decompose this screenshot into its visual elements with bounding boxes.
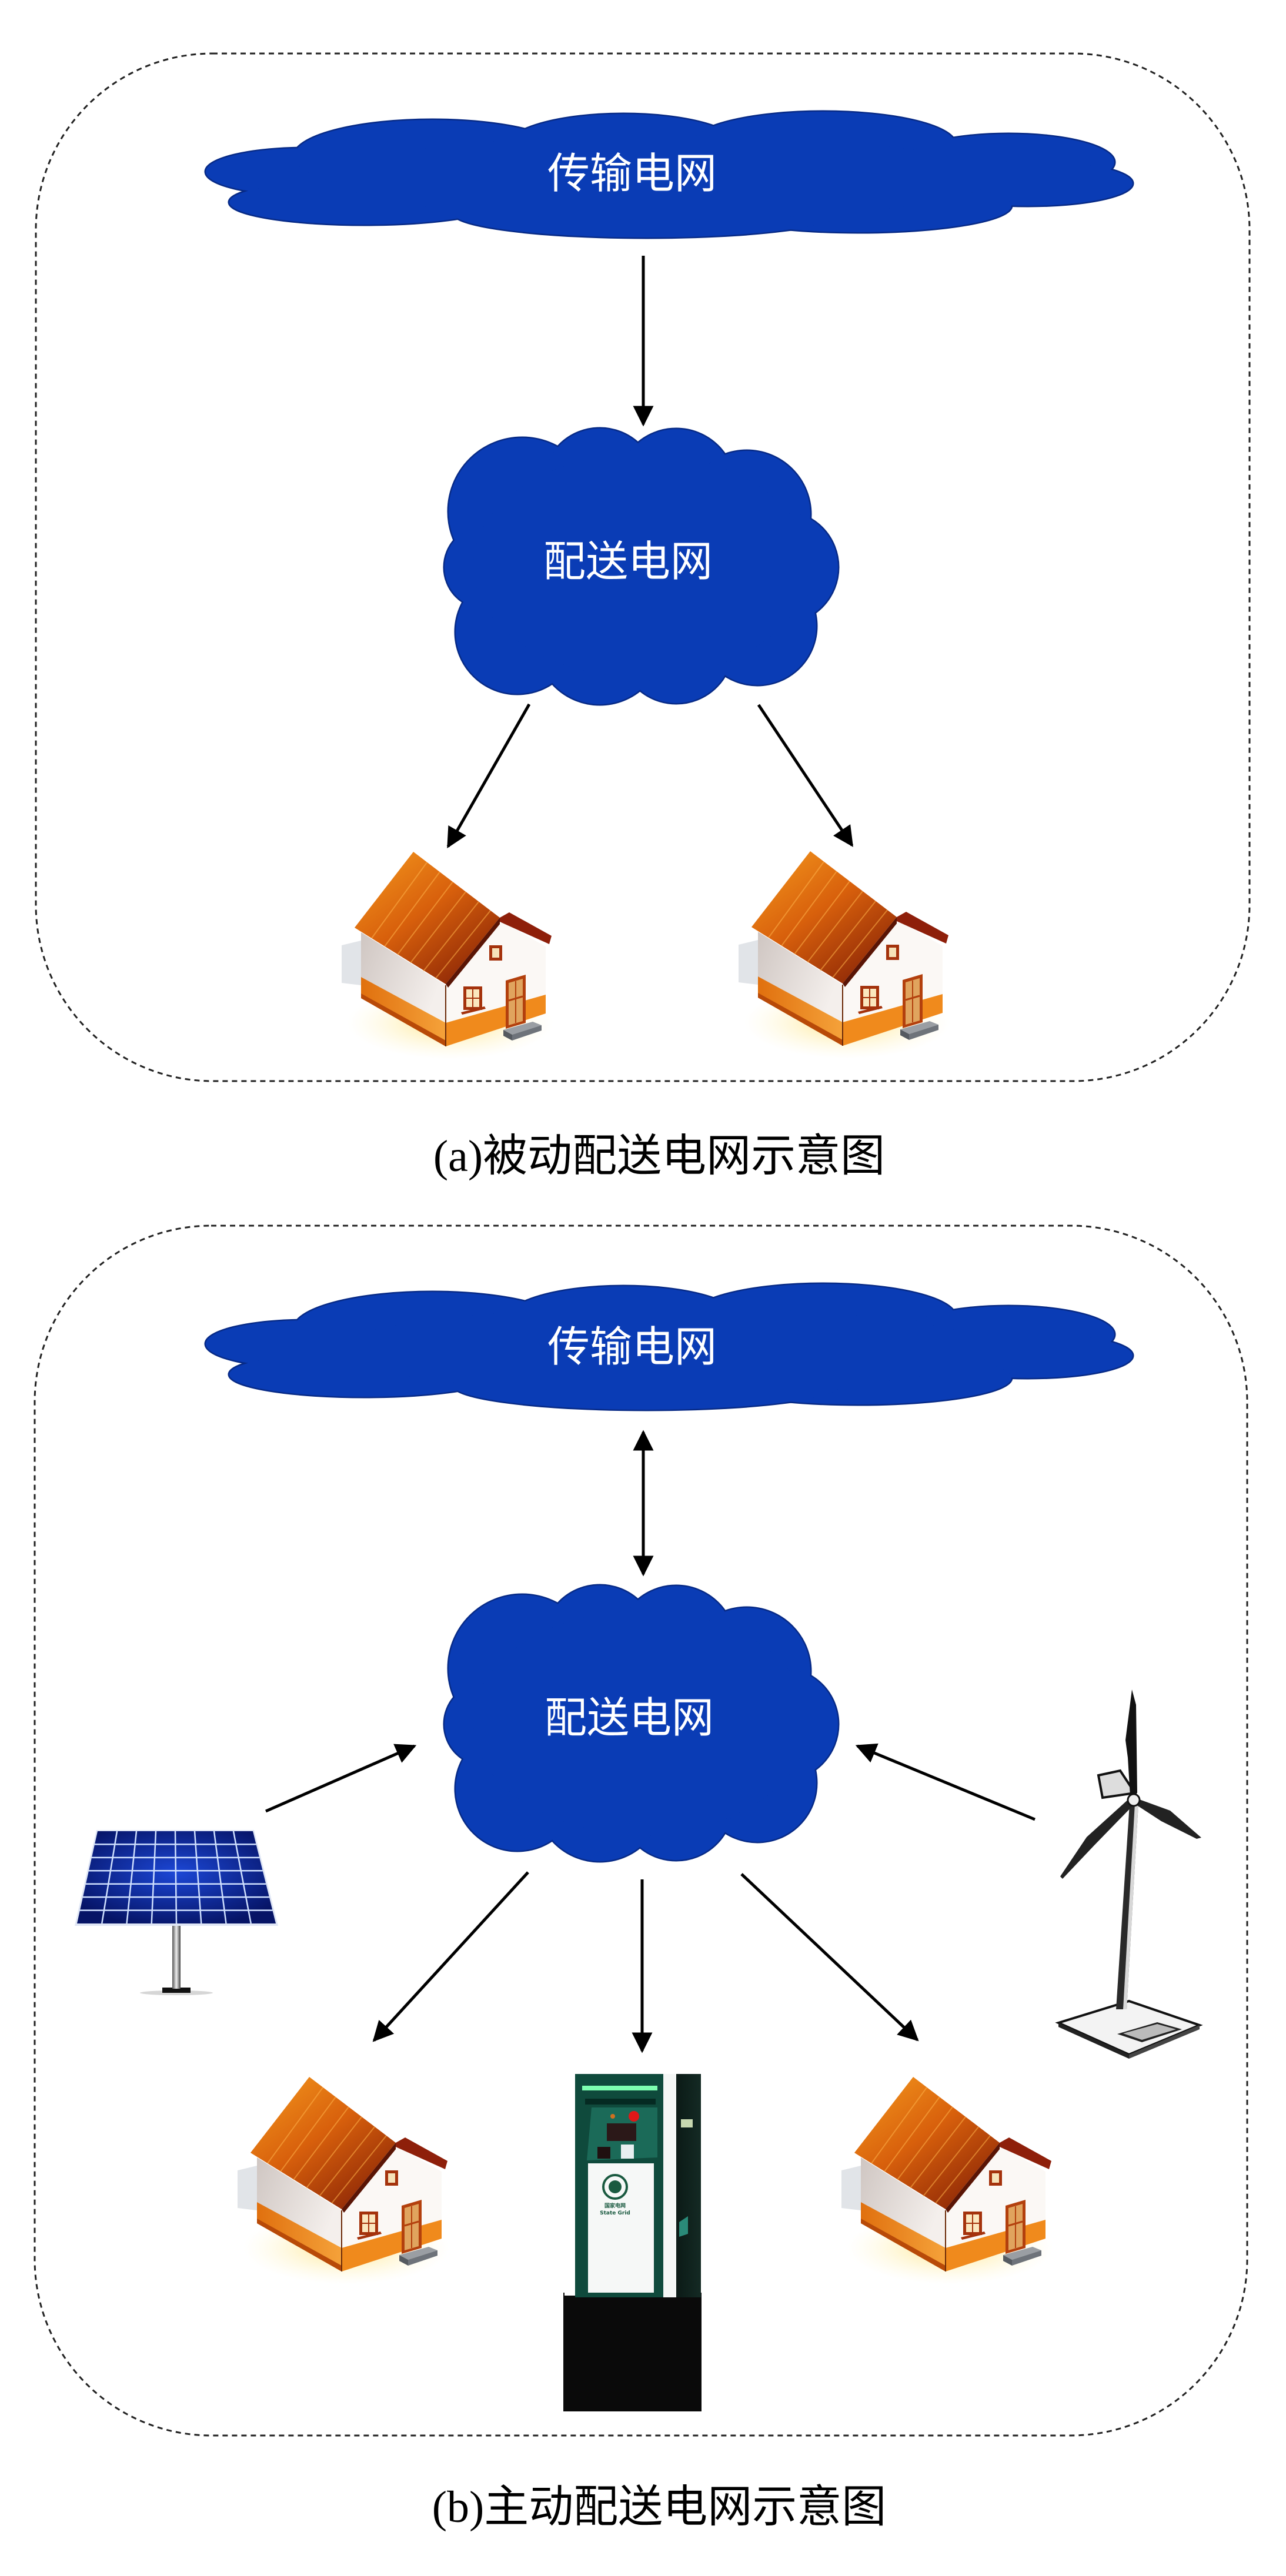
solar-cell-divider [174,1831,178,1924]
arrow-distribution-to-house-right [757,704,854,847]
house-icon [340,851,555,1060]
arrow-distribution-to-house-right [740,1873,919,2042]
arrow-wind-to-distribution [855,1743,1036,1821]
solar-cell-divider [126,1831,138,1924]
distribution-grid-label: 配送电网 [545,1693,714,1742]
solar-panel-icon [75,1830,278,1995]
solar-cell-divider [232,1831,252,1924]
panel-a: 传输电网 配送电网 (a)被动配送电网示意图 [35,52,1251,1181]
distribution-grid-label: 配送电网 [543,537,713,586]
transmission-grid-cloud: 传输电网 [206,112,1133,237]
wind-turbine-icon [1055,1690,1203,2059]
transmission-grid-label: 传输电网 [547,1322,717,1371]
panel-b-caption: (b)主动配送电网示意图 [432,2483,887,2532]
transmission-grid-label: 传输电网 [547,149,717,198]
panel-b-frame [34,1225,1248,2437]
house-icon [236,2076,450,2286]
solar-cell-divider [193,1831,202,1924]
arrow-distribution-to-house-left [446,703,531,849]
charging-station-icon: 国家电网 State Grid [563,2074,702,2411]
arrow-distribution-to-house-left [372,1871,529,2042]
panel-b: 传输电网 配送电网 [34,1225,1248,2532]
charger-logo-cn: 国家电网 [604,2202,626,2209]
panel-a-caption: (a)被动配送电网示意图 [433,1132,885,1181]
house-icon [737,850,951,1060]
solar-cell-divider [101,1831,118,1924]
distribution-grid-cloud: 配送电网 [445,429,838,704]
solar-cell-divider [151,1831,157,1924]
arrow-solar-to-distribution [265,1744,417,1813]
charger-logo-en: State Grid [600,2210,630,2216]
house-icon [840,2076,1054,2286]
solar-cell-divider [213,1831,227,1924]
